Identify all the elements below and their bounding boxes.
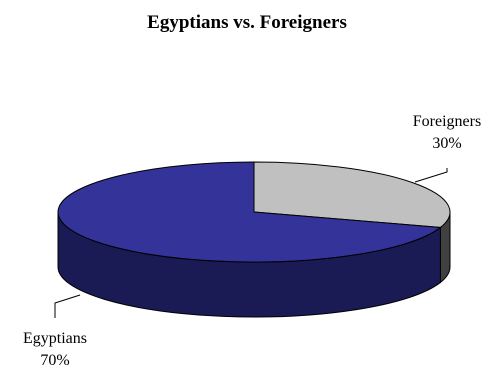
leader-foreigners xyxy=(414,168,448,183)
leader-egyptians xyxy=(54,294,81,318)
pie-tops xyxy=(57,161,451,263)
leader-lines xyxy=(54,168,448,318)
slice-top-egyptians xyxy=(57,161,442,263)
chart-title: Egyptians vs. Foreigners xyxy=(147,12,347,33)
slice-top-foreigners xyxy=(253,161,451,228)
